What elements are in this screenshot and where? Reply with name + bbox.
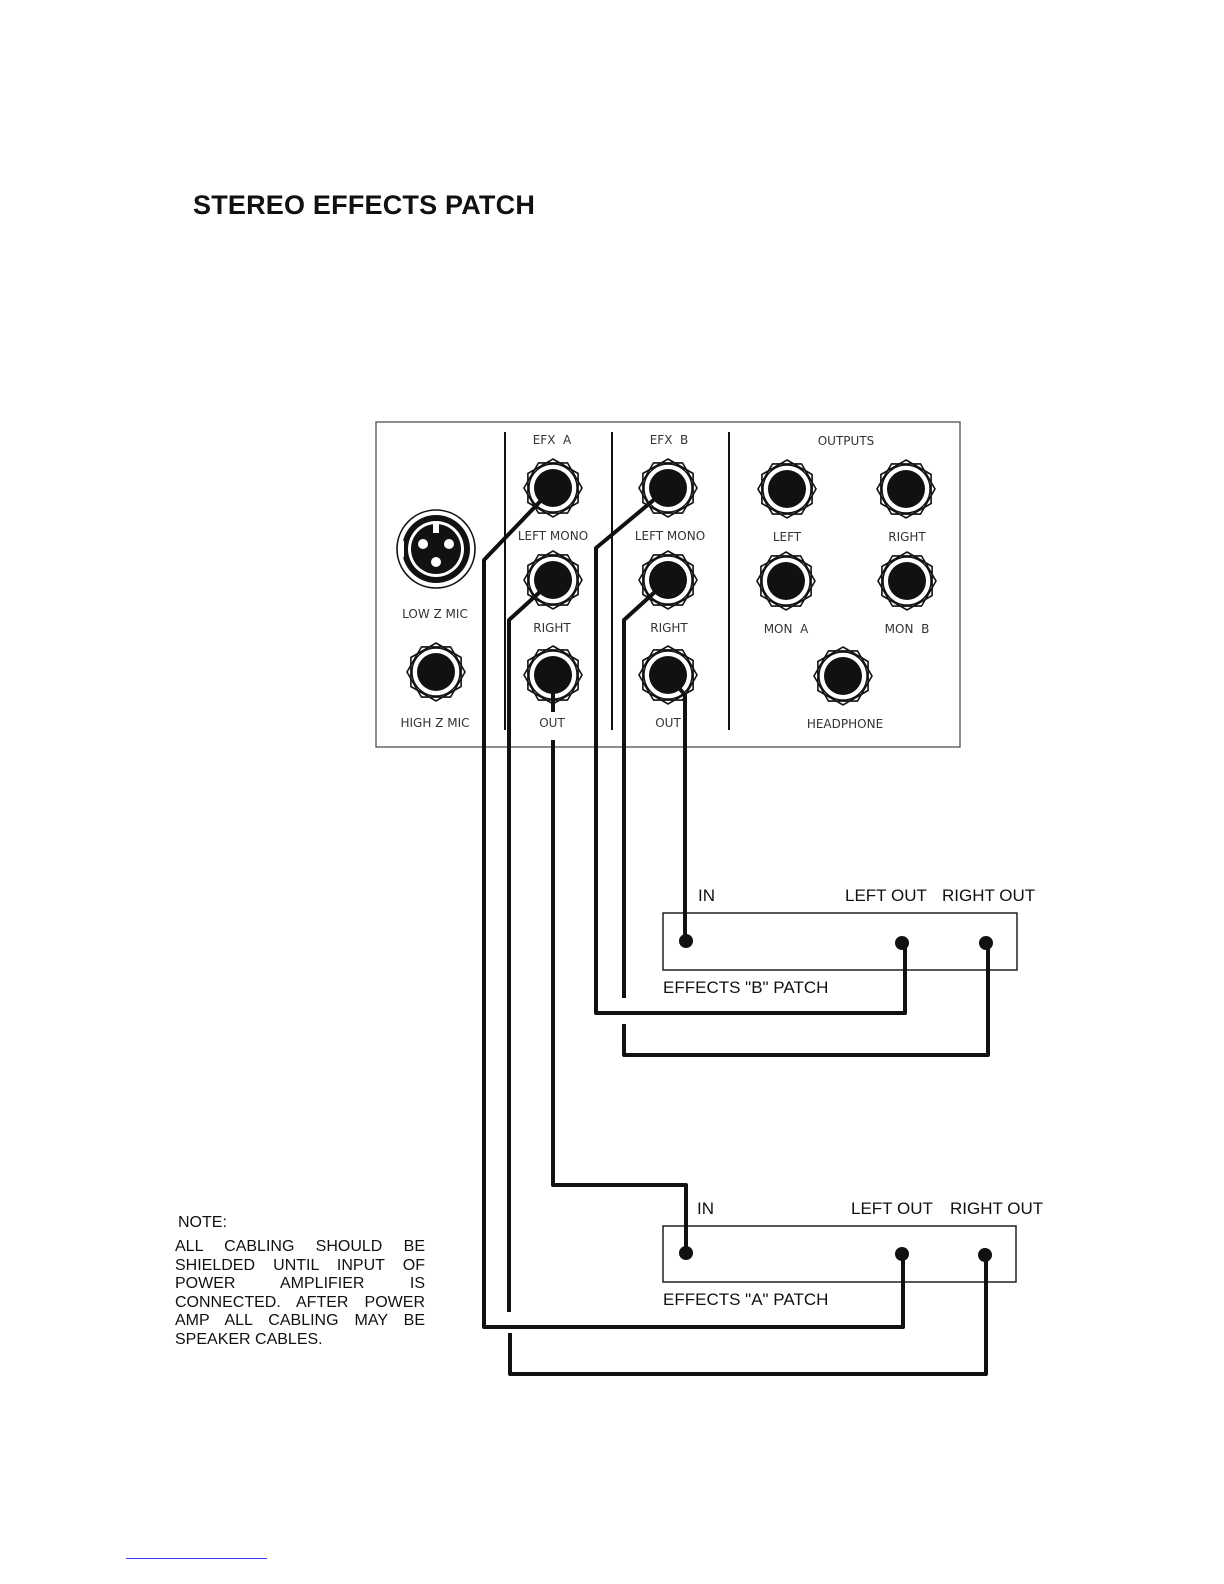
effects-b-in-connector[interactable] — [679, 934, 693, 948]
efx-b-out-label: OUT — [655, 716, 681, 730]
mon-a-label: MON A — [764, 622, 809, 636]
effects-a-in-label: IN — [697, 1199, 714, 1218]
cable-efx-b-out-to-b-in — [666, 673, 687, 940]
efx-a-section-label: EFX A — [533, 433, 572, 447]
cable-efx-a-right-return — [508, 1255, 988, 1376]
headphone-label: HEADPHONE — [807, 717, 883, 731]
effects-b-left-out-connector[interactable] — [895, 936, 909, 950]
cable-efx-a-left-to-a-left-out — [482, 486, 905, 1329]
page-title: STEREO EFFECTS PATCH — [193, 190, 536, 220]
low-z-mic-xlr-jack[interactable] — [396, 509, 476, 589]
efx-a-left-mono-label: LEFT MONO — [518, 529, 588, 543]
effects-a-right-out-label: RIGHT OUT — [950, 1199, 1043, 1218]
effects-b-right-out-connector[interactable] — [979, 936, 993, 950]
outputs-section-label: OUTPUTS — [818, 434, 875, 448]
effects-b-in-label: IN — [698, 886, 715, 905]
effects-a-left-out-connector[interactable] — [895, 1247, 909, 1261]
cable-efx-b-left-to-b-left-out — [594, 486, 907, 1015]
cable-efx-b-right-return — [622, 942, 990, 1057]
efx-b-right-label: RIGHT — [650, 621, 688, 635]
cable-efx-a-out-to-a-in — [551, 740, 688, 1252]
cabling-note: NOTE: ALL CABLING SHOULD BE SHIELDED UNT… — [175, 1214, 425, 1350]
note-heading: NOTE: — [178, 1214, 227, 1231]
cable-efx-b-right-to-b-right-out — [622, 578, 670, 998]
cable-efx-a-right-to-a-right-out — [507, 578, 555, 1312]
low-z-mic-label: LOW Z MIC — [402, 607, 468, 621]
effects-b-right-out-label: RIGHT OUT — [942, 886, 1035, 905]
effects-a-in-connector[interactable] — [679, 1246, 693, 1260]
efx-a-right-label: RIGHT — [533, 621, 571, 635]
efx-b-section-label: EFX B — [650, 433, 689, 447]
output-right-label: RIGHT — [888, 530, 926, 544]
note-body: ALL CABLING SHOULD BE SHIELDED UNTIL INP… — [175, 1238, 425, 1348]
efx-a-out-label: OUT — [539, 716, 565, 730]
high-z-mic-label: HIGH Z MIC — [400, 716, 469, 730]
mon-b-label: MON B — [885, 622, 930, 636]
effects-b-patch-name: EFFECTS "B" PATCH — [663, 978, 828, 997]
effects-a-patch-box — [662, 1225, 1017, 1283]
effects-a-right-out-connector[interactable] — [978, 1248, 992, 1262]
effects-a-left-out-label: LEFT OUT — [851, 1199, 933, 1218]
footer-rule — [126, 1558, 267, 1559]
effects-b-left-out-label: LEFT OUT — [845, 886, 927, 905]
efx-b-left-mono-label: LEFT MONO — [635, 529, 705, 543]
effects-b-patch-box — [662, 912, 1018, 971]
effects-a-patch-name: EFFECTS "A" PATCH — [663, 1290, 828, 1309]
output-left-label: LEFT — [773, 530, 802, 544]
